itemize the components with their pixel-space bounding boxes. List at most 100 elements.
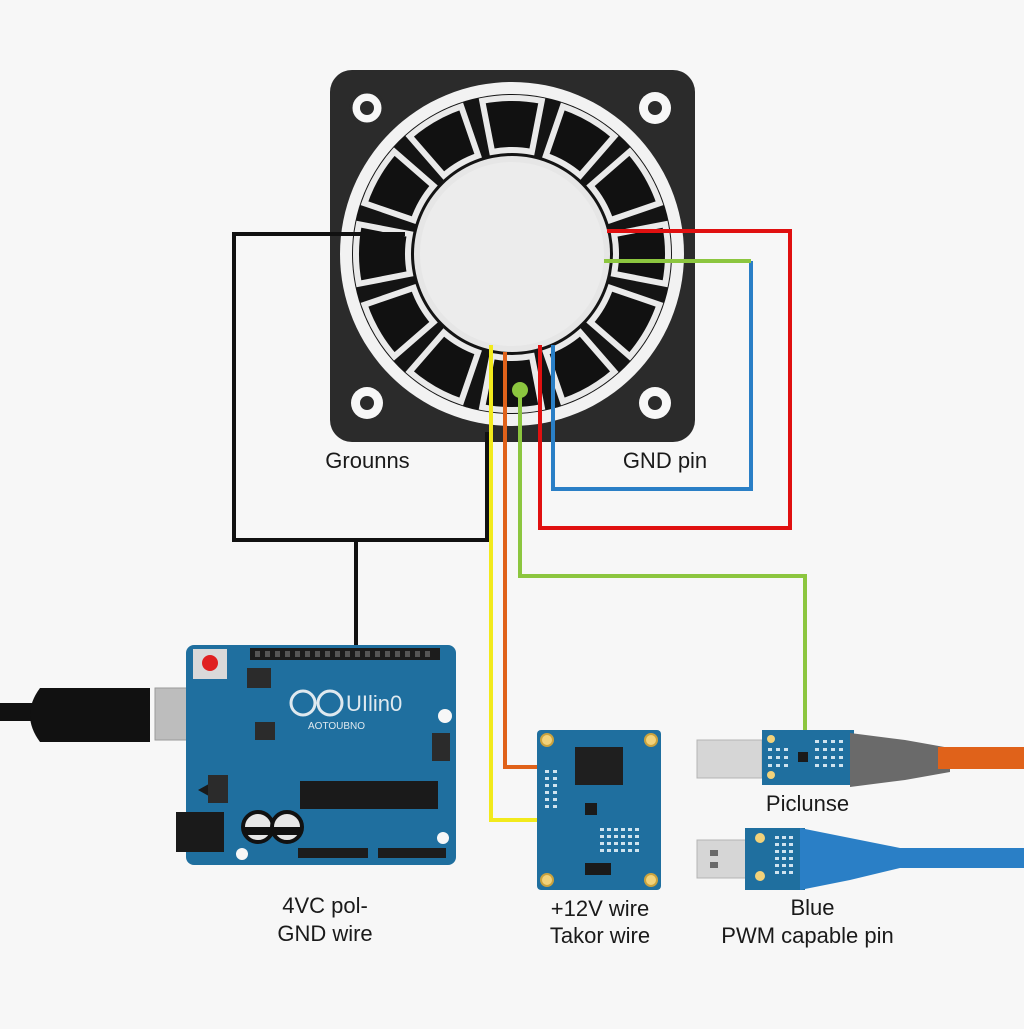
header-pin	[365, 651, 370, 657]
fan-blade	[360, 284, 438, 361]
orange-wire[interactable]	[503, 352, 547, 769]
silkscreen-mark	[782, 871, 786, 874]
silkscreen-mark	[600, 835, 604, 838]
silkscreen-mark	[607, 842, 611, 845]
silkscreen-mark	[776, 764, 780, 767]
silkscreen-mark	[815, 740, 819, 743]
silkscreen-mark	[545, 798, 549, 801]
fan-blades	[353, 95, 671, 413]
header-bottom-right	[378, 848, 446, 858]
silkscreen-mark	[607, 835, 611, 838]
arduino-logo-text: UIlin0	[346, 691, 402, 716]
silkscreen-mark	[823, 748, 827, 751]
fan-blade	[478, 95, 546, 156]
silkscreen-mark	[768, 756, 772, 759]
fan-label-left: Grounns	[325, 448, 410, 473]
silkscreen-mark	[553, 798, 557, 801]
silkscreen-mark	[600, 828, 604, 831]
green-wire[interactable]	[518, 392, 807, 750]
usb-module-top[interactable]	[696, 730, 1024, 787]
header-pin	[345, 651, 350, 657]
silkscreen-mark	[628, 842, 632, 845]
silkscreen-mark	[628, 835, 632, 838]
silkscreen-mark	[839, 748, 843, 751]
header-pin	[265, 651, 270, 657]
red-wire[interactable]	[538, 229, 792, 530]
header-pin	[395, 651, 400, 657]
silkscreen-mark	[635, 849, 639, 852]
silkscreen-mark	[782, 836, 786, 839]
black-wire[interactable]	[232, 232, 489, 542]
silkscreen-mark	[621, 849, 625, 852]
driver-caption-line1: +12V wire	[550, 896, 650, 921]
header-pin	[295, 651, 300, 657]
silkscreen-mark	[553, 784, 557, 787]
usb-bottom-caption-line2: PWM capable pin	[721, 923, 894, 948]
header-pin	[415, 651, 420, 657]
silkscreen-mark	[614, 835, 618, 838]
header-pin	[325, 651, 330, 657]
usb-plug-body	[30, 688, 150, 742]
silkscreen-mark	[545, 784, 549, 787]
silkscreen-mark	[782, 857, 786, 860]
silkscreen-mark	[831, 748, 835, 751]
header-pin	[335, 651, 340, 657]
silkscreen-mark	[635, 842, 639, 845]
silkscreen-mark	[823, 764, 827, 767]
silkscreen-mark	[789, 857, 793, 860]
silkscreen-mark	[839, 756, 843, 759]
silkscreen-mark	[784, 748, 788, 751]
silkscreen-mark	[545, 777, 549, 780]
usb-top-silkscreen	[768, 740, 843, 767]
header-pin	[275, 651, 280, 657]
board-pcb	[186, 645, 456, 865]
silkscreen-mark	[839, 740, 843, 743]
fan-blade	[405, 328, 482, 406]
arduino-board[interactable]: UIlin0 AOTOUBNO	[0, 645, 456, 865]
usb-connector-top	[850, 733, 950, 787]
wires	[232, 229, 807, 822]
silkscreen-mark	[789, 864, 793, 867]
silkscreen-mark	[823, 740, 827, 743]
silkscreen-mark	[789, 850, 793, 853]
silkscreen-mark	[839, 764, 843, 767]
arduino-caption-line2: GND wire	[277, 921, 373, 946]
reset-button[interactable]	[202, 655, 218, 671]
silkscreen-mark	[815, 756, 819, 759]
silkscreen-mark	[784, 756, 788, 759]
fan-blade	[586, 284, 664, 361]
header-pin	[355, 651, 360, 657]
silkscreen-mark	[607, 849, 611, 852]
fan-blade	[542, 328, 619, 406]
silkscreen-mark	[789, 843, 793, 846]
blue-wire[interactable]	[551, 261, 753, 491]
silkscreen-mark	[782, 864, 786, 867]
silkscreen-mark	[775, 843, 779, 846]
silkscreen-mark	[614, 842, 618, 845]
silkscreen-mark	[823, 756, 827, 759]
header-pin	[425, 651, 430, 657]
silkscreen-mark	[789, 871, 793, 874]
silkscreen-mark	[782, 843, 786, 846]
silkscreen-mark	[545, 791, 549, 794]
silkscreen-mark	[621, 835, 625, 838]
usb-top-caption: Piclunse	[765, 791, 850, 816]
usb-connector-bottom	[800, 828, 1024, 890]
usb-bottom-silkscreen	[775, 836, 793, 874]
silkscreen-mark	[775, 850, 779, 853]
cooling-fan	[330, 70, 695, 442]
header-pins-top	[255, 651, 430, 657]
green-wire-connector	[512, 382, 528, 398]
fan-label-right: GND pin	[622, 448, 708, 473]
silkscreen-mark	[553, 805, 557, 808]
usb-module-bottom[interactable]	[696, 828, 1024, 890]
silkscreen-mark	[782, 850, 786, 853]
driver-board[interactable]	[537, 730, 661, 890]
silkscreen-mark	[768, 764, 772, 767]
arduino-brand-text: AOTOUBNO	[308, 721, 365, 732]
header-pin	[255, 651, 260, 657]
silkscreen-mark	[621, 842, 625, 845]
fan-blade	[360, 147, 438, 224]
silkscreen-mark	[831, 740, 835, 743]
